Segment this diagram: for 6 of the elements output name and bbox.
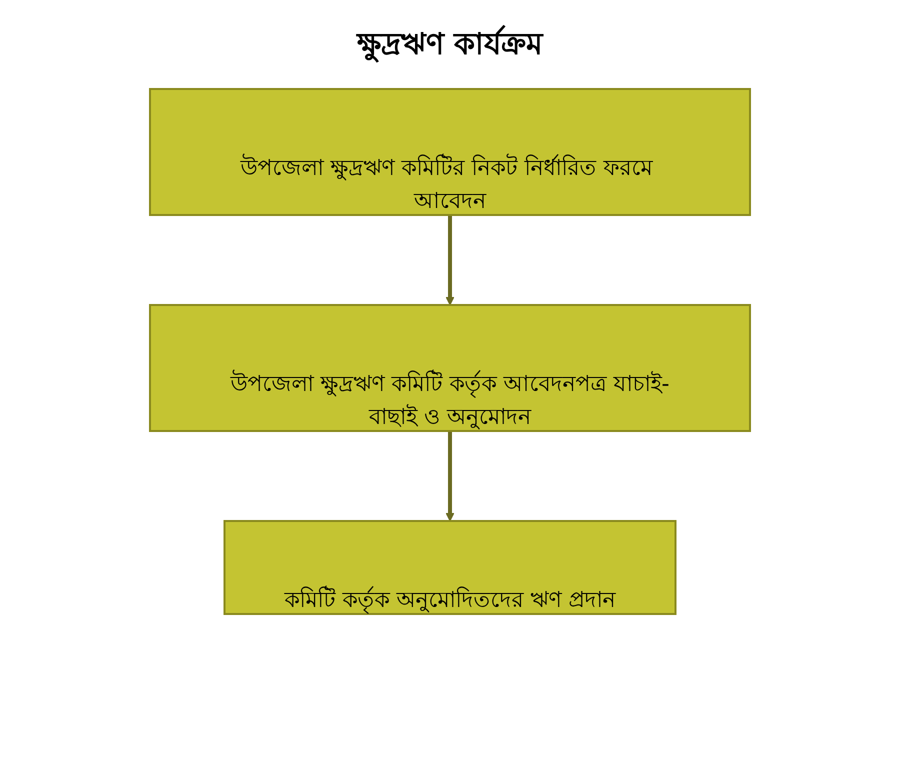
arrow — [446, 431, 454, 522]
arrow — [446, 215, 454, 306]
diagram-title: ক্ষুদ্রঋণ কার্যক্রম — [355, 24, 544, 64]
node-box: কমিটি কর্তৃক অনুমোদিতদের ঋণ প্রদান — [224, 520, 676, 615]
node-box: উপজেলা ক্ষুদ্রঋণ কমিটির নিকট নির্ধারিত ফরমে আবেদন — [149, 88, 751, 216]
node-box: উপজেলা ক্ষুদ্রঋণ কমিটি কর্তৃক আবেদনপত্র যাচাই-বাছাই ও অনুমোদন — [149, 304, 751, 432]
